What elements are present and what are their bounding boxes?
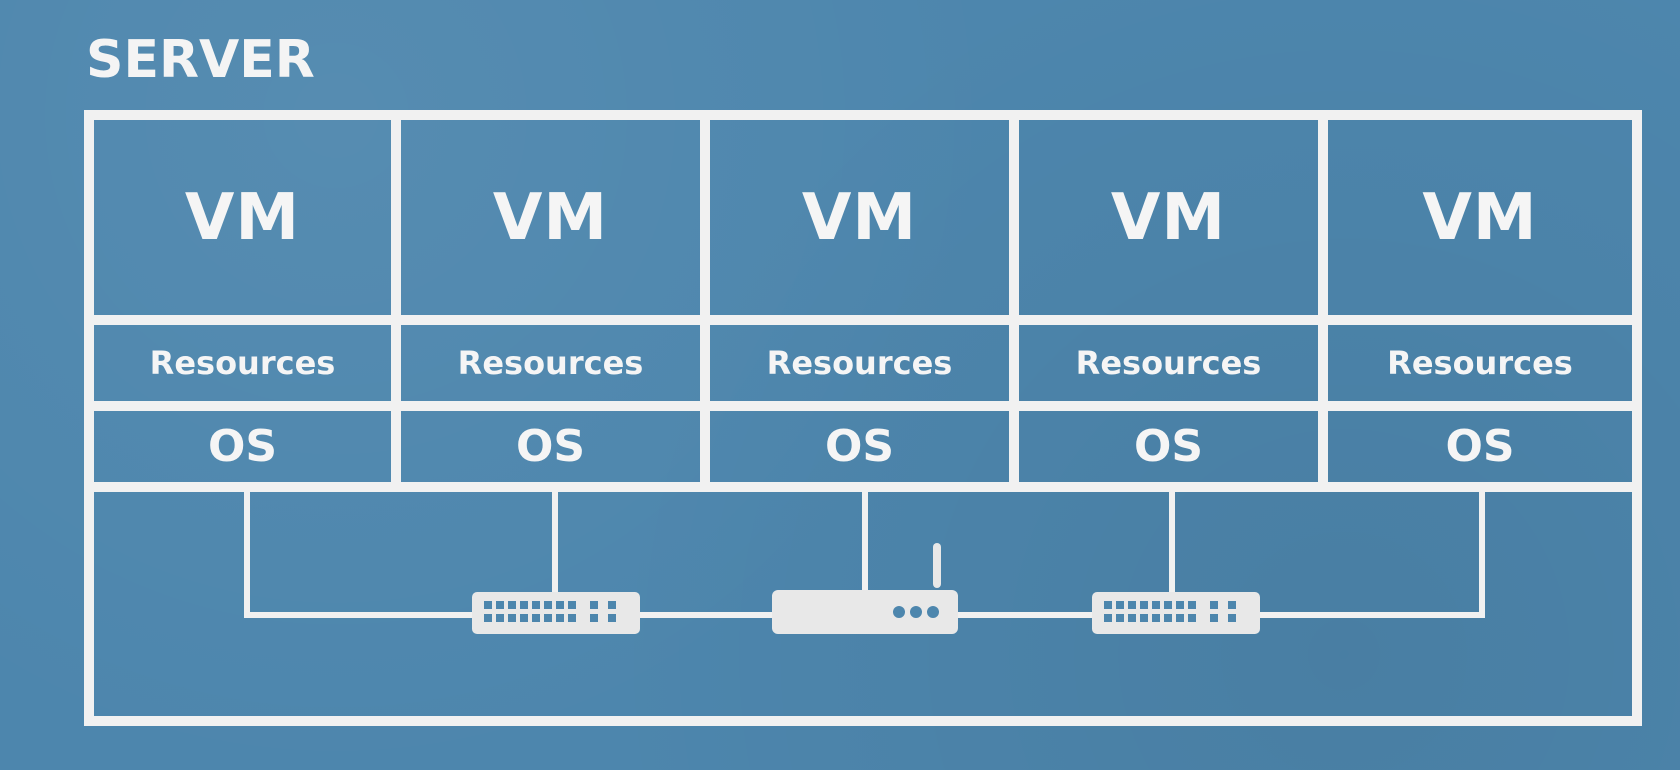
os-label-1: OS	[207, 421, 278, 472]
vm-label-1: VM	[184, 180, 301, 255]
os-label-5: OS	[1445, 421, 1515, 472]
router-antenna	[933, 543, 941, 588]
router-icon	[772, 590, 958, 634]
center-router	[772, 543, 958, 634]
os-label-3: OS	[824, 421, 895, 472]
vm-label-4: VM	[1110, 180, 1227, 255]
network-switch-icon	[472, 592, 640, 634]
network-switch-icon	[1092, 592, 1260, 634]
vm-label-3: VM	[801, 180, 918, 255]
os-label-2: OS	[515, 421, 586, 472]
resources-label-3: Resources	[766, 344, 953, 382]
resources-label-1: Resources	[149, 344, 336, 382]
resources-label-4: Resources	[1075, 344, 1262, 382]
resources-label-2: Resources	[457, 344, 644, 382]
left-network-switch	[472, 592, 640, 634]
server-frame	[84, 110, 1642, 726]
os-label-4: OS	[1133, 421, 1204, 472]
server-title: SERVER	[86, 30, 315, 90]
vm-label-5: VM	[1422, 180, 1538, 255]
resources-label-5: Resources	[1387, 344, 1573, 382]
right-network-switch	[1092, 592, 1260, 634]
vm-label-2: VM	[492, 180, 609, 255]
